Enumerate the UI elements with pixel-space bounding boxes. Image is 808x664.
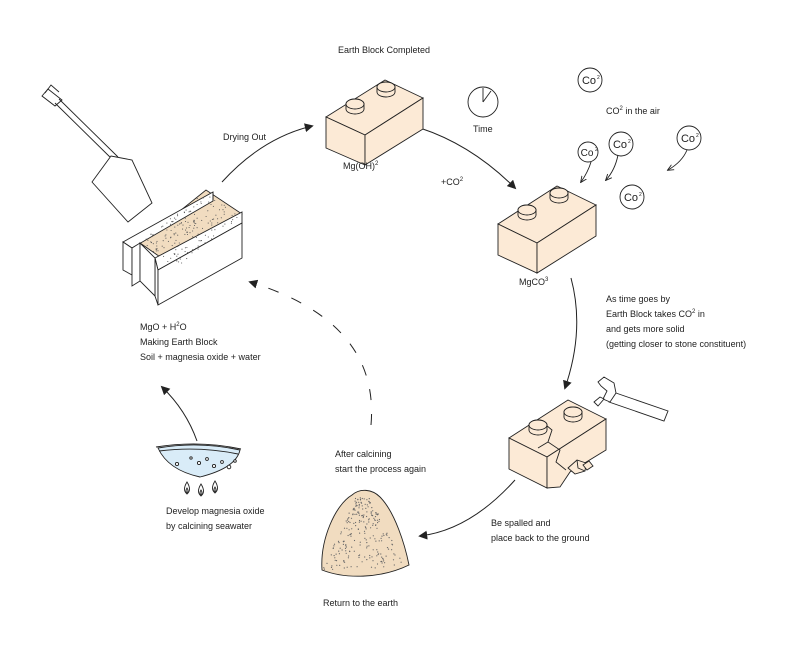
clock-icon: [467, 86, 499, 118]
hammer-icon: [593, 376, 669, 422]
svg-text:2: 2: [639, 192, 642, 198]
after-calcining-line1: After calcining: [335, 449, 392, 459]
spalled-line1: Be spalled and: [491, 518, 551, 528]
svg-text:2: 2: [597, 75, 600, 81]
seawater-bowl-icon: [155, 443, 242, 478]
svg-text:Co: Co: [624, 192, 638, 204]
as-time-line3: and gets more solid: [606, 324, 685, 334]
label-mgo-making-block: MgO + H2O Making Earth Block Soil + magn…: [140, 320, 261, 365]
label-co2-in-air: CO2 in the air: [606, 106, 660, 116]
shovel-icon: [41, 84, 153, 223]
label-after-calcining: After calcining start the process again: [335, 447, 426, 477]
mgo-line2: Making Earth Block: [140, 337, 218, 347]
svg-text:2: 2: [628, 139, 631, 145]
cracked-block-icon: [508, 399, 607, 489]
arrow-restart-dashed: [248, 279, 373, 426]
earth-block-mold-icon: [122, 189, 243, 306]
block-mgco3-icon: [497, 185, 597, 274]
svg-text:2: 2: [696, 133, 699, 139]
mgo-line1: MgO + H2O: [140, 322, 187, 332]
label-as-time-goes: As time goes by Earth Block takes CO2 in…: [606, 292, 746, 352]
spalled-line2: place back to the ground: [491, 533, 590, 543]
svg-text:Co: Co: [582, 75, 596, 87]
after-calcining-line2: start the process again: [335, 464, 427, 474]
arrow-drying-out: [221, 123, 314, 183]
soil-mound-icon: [321, 489, 410, 577]
label-develop-magnesia: Develop magnesia oxide by calcining seaw…: [166, 504, 265, 534]
arrow-time-passes: [563, 277, 578, 390]
label-mgco3: MgCO3: [519, 277, 549, 287]
arrow-add-co2: [419, 127, 517, 190]
label-time: Time: [473, 124, 493, 134]
label-earth-block-completed: Earth Block Completed: [338, 45, 431, 55]
arrow-return-ground: [418, 479, 516, 540]
label-spalled: Be spalled and place back to the ground: [491, 516, 590, 546]
as-time-line4: (getting closer to stone constituent): [606, 339, 747, 349]
develop-line2: by calcining seawater: [166, 521, 253, 531]
label-plus-co2: +CO2: [441, 177, 464, 187]
svg-text:Co: Co: [613, 139, 627, 151]
svg-text:2: 2: [595, 147, 598, 153]
svg-text:Co: Co: [581, 148, 594, 159]
arrow-seawater-to-block: [160, 385, 198, 442]
block-completed-icon: [325, 79, 424, 166]
develop-line1: Develop magnesia oxide: [166, 506, 265, 516]
label-return-earth: Return to the earth: [323, 598, 399, 608]
mgo-line3: Soil + magnesia oxide + water: [140, 352, 261, 362]
cycle-arrows: [160, 123, 578, 540]
svg-text:Co: Co: [681, 133, 695, 145]
label-drying-out: Drying Out: [223, 132, 267, 142]
label-mg-oh-2: Mg(OH)2: [343, 161, 379, 171]
as-time-line2: Earth Block takes CO2 in: [606, 309, 705, 319]
co2-small-arrows: [581, 149, 688, 182]
as-time-line1: As time goes by: [606, 294, 671, 304]
burner-flame-icon: [184, 480, 218, 497]
